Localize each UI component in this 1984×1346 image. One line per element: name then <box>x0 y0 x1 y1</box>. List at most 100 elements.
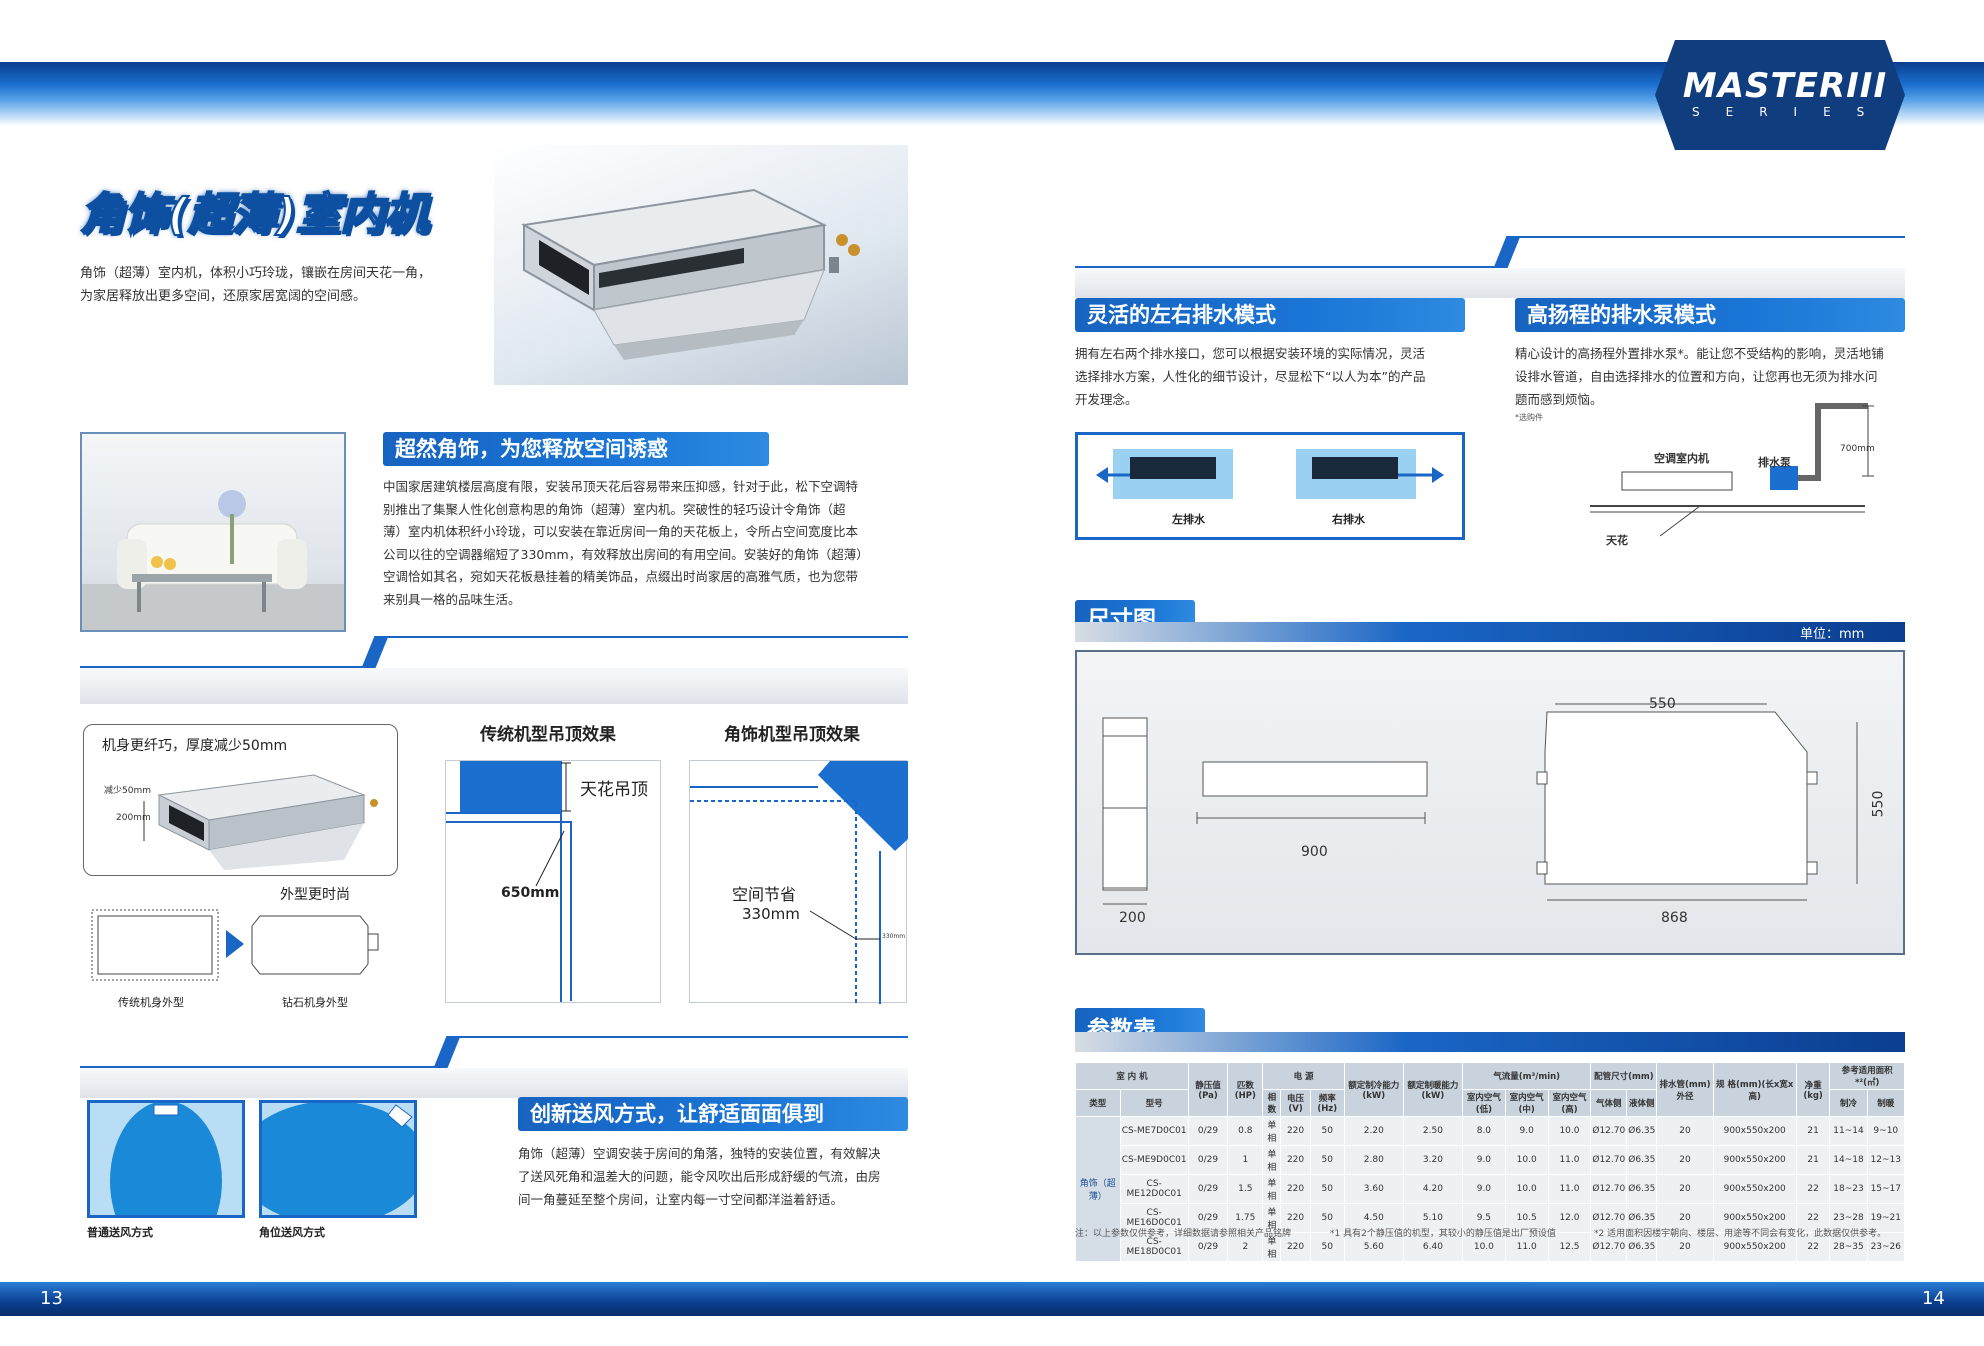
table-cell: 50 <box>1309 1145 1345 1175</box>
body-line: 间一角蔓延至整个房间，让室内每一寸空间都洋溢着舒适。 <box>518 1192 844 1207</box>
dim-330: 330mm <box>742 905 800 923</box>
table-cell: 0/29 <box>1187 1174 1229 1204</box>
th-area-cool: 制冷 <box>1829 1089 1868 1117</box>
body-line: 设排水管道，自由选择排水的位置和方向，让您再也无须为排水问 <box>1515 369 1878 384</box>
table-category: 角饰（超薄） <box>1075 1116 1121 1262</box>
table-cell: 50 <box>1309 1116 1345 1146</box>
th-liquid: 液体侧 <box>1626 1089 1658 1117</box>
pump-pump-label: 排水泵 <box>1758 456 1791 469</box>
thin-body-card: 机身更纤巧，厚度减少50mm 减少50mm 200mm <box>83 724 398 876</box>
divider-slash <box>361 636 389 668</box>
pump-unit-label: 空调室内机 <box>1654 452 1709 465</box>
table-cell: 50 <box>1309 1174 1345 1204</box>
body-line: 开发理念。 <box>1075 392 1138 407</box>
table-cell: 21 <box>1795 1145 1831 1175</box>
table-cell: 220 <box>1280 1232 1311 1262</box>
body-line: 精心设计的高扬程外置排水泵*。能让您不受结构的影响，灵活地铺 <box>1515 346 1884 361</box>
fan-corner-label: 角位送风方式 <box>259 1226 325 1239</box>
table-cell: 9~10 <box>1866 1116 1906 1146</box>
table-cell: 10.5 <box>1504 1203 1549 1233</box>
dim-650: 650mm <box>501 885 560 901</box>
body-line: 别推出了集聚人性化创意构思的角饰（超薄）室内机。突破性的轻巧设计令角饰（超 <box>383 501 846 517</box>
body-line: 来别具一格的品味生活。 <box>383 591 521 607</box>
table-cell: 3.60 <box>1343 1174 1404 1204</box>
divider-shade <box>1075 268 1905 298</box>
dim-200: 200 <box>1119 910 1146 926</box>
table-cell: 28~35 <box>1829 1232 1868 1262</box>
section-title-drain: 灵活的左右排水模式 <box>1075 298 1465 332</box>
table-cell: 9.0 <box>1461 1174 1506 1204</box>
table-cell: 6.40 <box>1402 1232 1463 1262</box>
th-volt: 电压(V) <box>1280 1089 1311 1117</box>
table-cell: 900x550x200 <box>1712 1116 1797 1146</box>
section-title-pump: 高扬程的排水泵模式 <box>1515 298 1905 332</box>
body-line: 拥有左右两个排水接口，您可以根据安装环境的实际情况，灵活 <box>1075 346 1426 361</box>
pump-note: *选购件 <box>1515 413 1543 422</box>
intro-text: 角饰（超薄）室内机，体积小巧玲珑，镶嵌在房间天花一角， 为家居释放出更多空间，还… <box>80 262 480 308</box>
dim-550-side: 550 <box>1870 790 1887 818</box>
page-number-left: 13 <box>40 1288 63 1309</box>
living-room-photo <box>80 432 346 632</box>
body-line: 薄）室内机体积纤小玲珑，可以安装在靠近房间一角的天花板上，令所占空间宽度比本 <box>383 524 859 539</box>
table-cell: 0/29 <box>1187 1232 1229 1262</box>
footer-band <box>0 1282 1984 1316</box>
table-cell: 12.0 <box>1547 1203 1592 1233</box>
table-cell: Ø12.70 <box>1590 1203 1628 1233</box>
divider-line <box>80 1066 440 1068</box>
fan-normal-diagram <box>87 1100 245 1218</box>
table-cell: 50 <box>1309 1232 1345 1262</box>
table-cell: CS-ME7D0C01 <box>1119 1116 1189 1146</box>
table-cell: 20 <box>1656 1174 1714 1204</box>
dim-868: 868 <box>1661 910 1688 926</box>
table-cell: 220 <box>1280 1145 1311 1175</box>
dim-330-small: 330mm <box>882 933 906 940</box>
diamond-shape-label: 钻石机身外型 <box>282 996 348 1009</box>
th-size: 规 格(mm)(长x宽x高) <box>1712 1062 1797 1117</box>
table-cell: 18~23 <box>1829 1174 1868 1204</box>
table-cell: 10.0 <box>1547 1116 1592 1146</box>
table-cell: Ø6.35 <box>1626 1145 1658 1175</box>
sofa-image <box>82 490 344 630</box>
table-cell: 0/29 <box>1187 1145 1229 1175</box>
table-cell: 单相 <box>1262 1174 1282 1204</box>
th-unit: 室 内 机 <box>1075 1062 1189 1090</box>
table-cell: 0/29 <box>1187 1116 1229 1146</box>
table-cell: 22 <box>1795 1174 1831 1204</box>
section-title-airflow: 创新送风方式，让舒适面面俱到 <box>518 1097 908 1131</box>
note-3: *2 适用面积因楼宇朝向、楼层、用途等不同会有变化，此数据仅供参考。 <box>1594 1229 1887 1239</box>
page-number-right: 14 <box>1922 1288 1945 1309</box>
table-cell: 8.0 <box>1461 1116 1506 1146</box>
section-title-space: 超然角饰，为您释放空间诱惑 <box>383 432 769 466</box>
table-cell: 5.60 <box>1343 1232 1404 1262</box>
divider-line <box>380 636 908 638</box>
body-line: 题而感到烦恼。 <box>1515 392 1603 407</box>
table-cell: 11.0 <box>1504 1232 1549 1262</box>
th-drain: 排水管(mm)外径 <box>1656 1062 1714 1117</box>
intro-line: 为家居释放出更多空间，还原家居宽阔的空间感。 <box>80 289 367 304</box>
ceiling-label: 天花吊顶 <box>580 780 648 800</box>
table-cell: 15~17 <box>1866 1174 1906 1204</box>
shape-comparison <box>88 904 408 998</box>
body-line: 空调恰如其名，宛如天花板悬挂着的精美饰品，点缀出时尚家居的高雅气质，也为您带 <box>383 569 859 584</box>
table-cell: 10.0 <box>1504 1174 1549 1204</box>
note-2: *1 具有2个静压值的机型，其较小的静压值是出厂预设值 <box>1330 1229 1556 1239</box>
param-header: 参数表 <box>1075 1008 1905 1054</box>
table-cell: Ø6.35 <box>1626 1116 1658 1146</box>
ceiling-trad-diagram: 天花吊顶 650mm <box>445 760 661 1003</box>
section-space-body: 中国家居建筑楼层高度有限，安装吊顶天花后容易带来压抑感，针对于此，松下空调特 别… <box>383 476 913 611</box>
th-phase: 相数 <box>1262 1089 1282 1117</box>
table-cell: 2.50 <box>1402 1116 1463 1146</box>
table-cell: 20 <box>1656 1145 1714 1175</box>
table-cell: 12~13 <box>1866 1145 1906 1175</box>
thin-card-title: 机身更纤巧，厚度减少50mm <box>102 738 288 754</box>
table-cell: 21 <box>1795 1116 1831 1146</box>
th-static: 静压值(Pa) <box>1187 1062 1229 1117</box>
table-cell: 11.0 <box>1547 1145 1592 1175</box>
th-area: 参考适用面积*²(㎡) <box>1829 1062 1905 1090</box>
table-cell: CS-ME18D0C01 <box>1119 1232 1189 1262</box>
table-cell: CS-ME16D0C01 <box>1119 1203 1189 1233</box>
